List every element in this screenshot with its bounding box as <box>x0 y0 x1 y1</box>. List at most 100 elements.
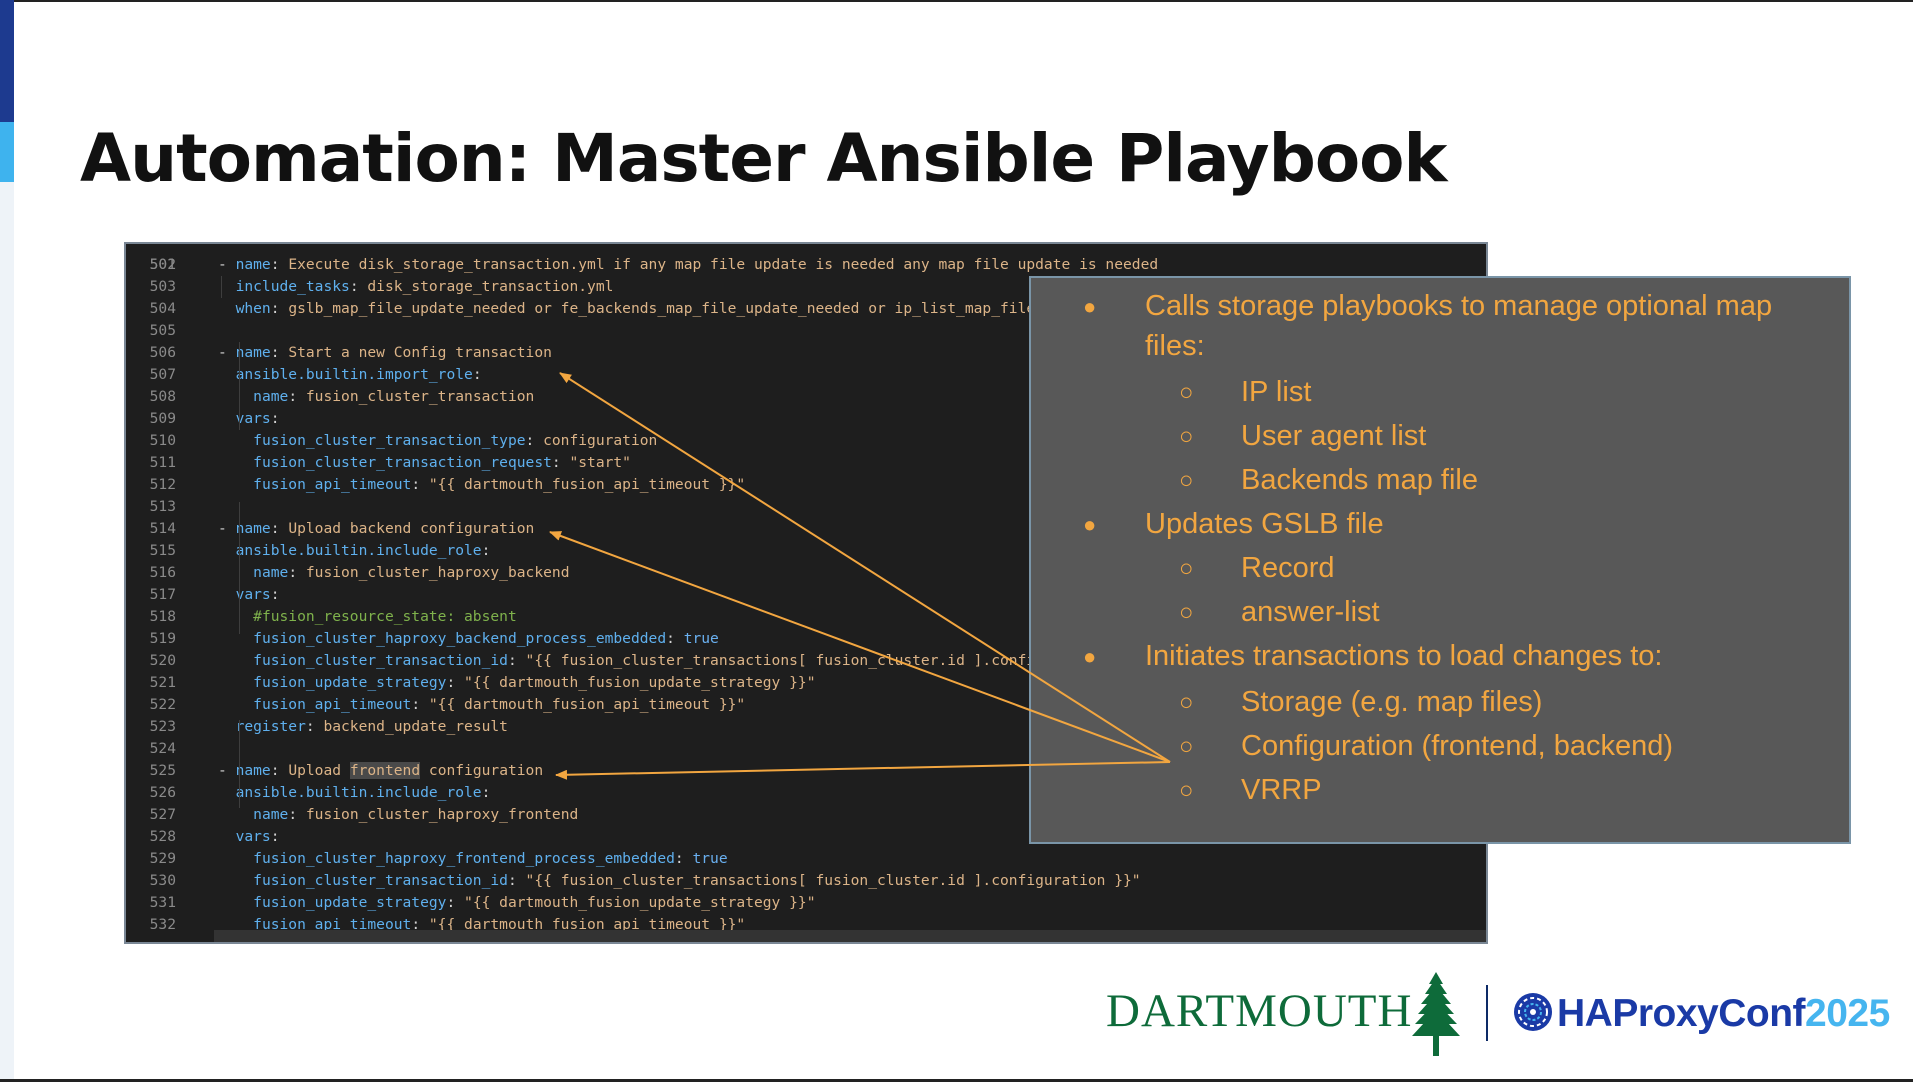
sub-bullet-item: ○User agent list <box>1031 416 1831 457</box>
code-text: vars: <box>218 584 280 606</box>
code-token: fusion_cluster_transaction_type <box>253 432 526 449</box>
code-token: register <box>235 718 306 735</box>
code-token: fusion_cluster_haproxy_frontend <box>305 806 579 823</box>
code-line: 504 when: gslb_map_file_update_needed or… <box>126 298 1486 320</box>
line-number: 503 <box>149 278 176 295</box>
arrow-to-upload-backend <box>549 531 1171 763</box>
code-token: : <box>411 916 429 933</box>
line-number: 525 <box>149 762 176 779</box>
search-highlight: frontend <box>349 762 421 779</box>
code-token: Start a new Config transaction <box>288 344 552 361</box>
code-text: fusion_cluster_haproxy_frontend_process_… <box>218 848 727 870</box>
line-number: 519 <box>149 630 176 647</box>
code-token: ansible.builtin.include_role <box>235 542 482 559</box>
code-token: : <box>507 872 526 889</box>
line-number: 502 <box>149 256 176 273</box>
code-token: name <box>235 344 271 361</box>
bullet-circle-icon: ○ <box>1179 423 1194 450</box>
left-accent-strip <box>0 0 14 1082</box>
code-token: "start" <box>569 454 631 471</box>
code-line: 532 fusion_api_timeout: "{{ dartmouth_fu… <box>126 914 1486 936</box>
code-line: 525 - name: Upload frontend configuration <box>126 760 1486 782</box>
line-number: 505 <box>149 322 176 339</box>
sub-bullet-item: ○IP list <box>1031 372 1831 413</box>
code-text: - name: Start a new Config transaction <box>218 342 552 364</box>
bullet-text: Backends map file <box>1241 464 1478 496</box>
code-token: : <box>270 256 289 273</box>
code-text: fusion_api_timeout: "{{ dartmouth_fusion… <box>218 474 745 496</box>
sub-bullet-item: ○answer-list <box>1031 592 1831 633</box>
code-token: name <box>235 256 271 273</box>
code-token: : <box>411 696 429 713</box>
dartmouth-logo-text: DARTMOUTH <box>1106 985 1413 1037</box>
bullet-circle-icon: ○ <box>1179 467 1194 494</box>
arrow-to-upload-frontend <box>555 761 1171 780</box>
line-number: 523 <box>149 718 176 735</box>
code-text: fusion_cluster_haproxy_backend_process_e… <box>218 628 719 650</box>
code-token: : <box>270 762 289 779</box>
code-token: fusion_cluster_haproxy_backend <box>305 564 570 581</box>
code-text: ansible.builtin.import_role: <box>218 364 482 386</box>
code-token: "{{ dartmouth_fusion_api_timeout }}" <box>428 696 746 713</box>
bullet-text: Storage (e.g. map files) <box>1241 686 1543 718</box>
haproxyconf-logo-text: HAProxyConf2025 <box>1557 992 1890 1036</box>
bullet-circle-icon: ○ <box>1179 555 1194 582</box>
code-line: 518 #fusion_resource_state: absent <box>126 606 1486 628</box>
code-token: backend_update_result <box>323 718 508 735</box>
code-token: - <box>218 520 236 537</box>
bullet-item: ●Updates GSLB file <box>1031 504 1831 545</box>
code-token: : <box>288 564 306 581</box>
code-text: ansible.builtin.include_role: <box>218 540 491 562</box>
bullet-circle-icon: ○ <box>1179 379 1194 406</box>
bullet-item: ●Calls storage playbooks to manage optio… <box>1031 286 1831 327</box>
code-token: : <box>481 784 491 801</box>
slide-title: Automation: Master Ansible Playbook <box>80 120 1447 197</box>
line-number: 524 <box>149 740 176 757</box>
line-number: 517 <box>149 586 176 603</box>
line-number: 515 <box>149 542 176 559</box>
code-line: 523 register: backend_update_result <box>126 716 1486 738</box>
code-token: : <box>674 850 693 867</box>
code-token: Upload <box>288 762 350 779</box>
code-token: gslb_map_file_update_needed or fe_backen… <box>288 300 1036 317</box>
haproxyconf-year: 2025 <box>1805 992 1890 1035</box>
top-border <box>0 0 1913 2</box>
code-token: fusion_cluster_haproxy_backend_process_e… <box>253 630 667 647</box>
line-number: 527 <box>149 806 176 823</box>
code-token: "{{ dartmouth_fusion_api_timeout }}" <box>428 476 746 493</box>
code-token: : <box>446 674 465 691</box>
bullet-text: Configuration (frontend, backend) <box>1241 730 1674 762</box>
code-text: - name: Upload frontend configuration <box>218 760 543 782</box>
code-token: fusion_cluster_transaction_id <box>253 652 508 669</box>
horizontal-scrollbar[interactable] <box>214 930 1486 942</box>
code-line: 507 ansible.builtin.import_role: <box>126 364 1486 386</box>
bullet-circle-icon: ○ <box>1179 733 1194 760</box>
code-token: : <box>507 652 526 669</box>
bullet-text: Initiates transactions to load changes t… <box>1145 640 1663 672</box>
line-number: 514 <box>149 520 176 537</box>
code-text: name: fusion_cluster_transaction <box>218 386 534 408</box>
code-line: 522 fusion_api_timeout: "{{ dartmouth_fu… <box>126 694 1486 716</box>
line-number: 521 <box>149 674 176 691</box>
code-text: fusion_cluster_transaction_id: "{{ fusio… <box>218 870 1140 892</box>
bottom-border <box>0 1079 1913 1082</box>
line-number: 516 <box>149 564 176 581</box>
code-line: 517 vars: <box>126 584 1486 606</box>
code-token: ansible.builtin.import_role <box>235 366 473 383</box>
code-token: fusion_update_strategy <box>253 894 447 911</box>
line-number: 518 <box>149 608 176 625</box>
code-token: : <box>525 432 544 449</box>
code-token: : <box>270 520 289 537</box>
code-token: : <box>270 300 289 317</box>
code-text: register: backend_update_result <box>218 716 508 738</box>
summary-callout-box: ●Calls storage playbooks to manage optio… <box>1029 276 1851 844</box>
line-number: 511 <box>149 454 176 471</box>
accent-bar-dark-blue <box>0 0 14 122</box>
code-token: Execute disk_storage_transaction.yml if … <box>288 256 1159 273</box>
code-line: 514- name: Upload backend configuration <box>126 518 1486 540</box>
bullet-item: ●Initiates transactions to load changes … <box>1031 636 1831 677</box>
code-text: when: gslb_map_file_update_needed or fe_… <box>218 298 1036 320</box>
code-line: 510 fusion_cluster_transaction_type: con… <box>126 430 1486 452</box>
code-text: include_tasks: disk_storage_transaction.… <box>218 276 614 298</box>
